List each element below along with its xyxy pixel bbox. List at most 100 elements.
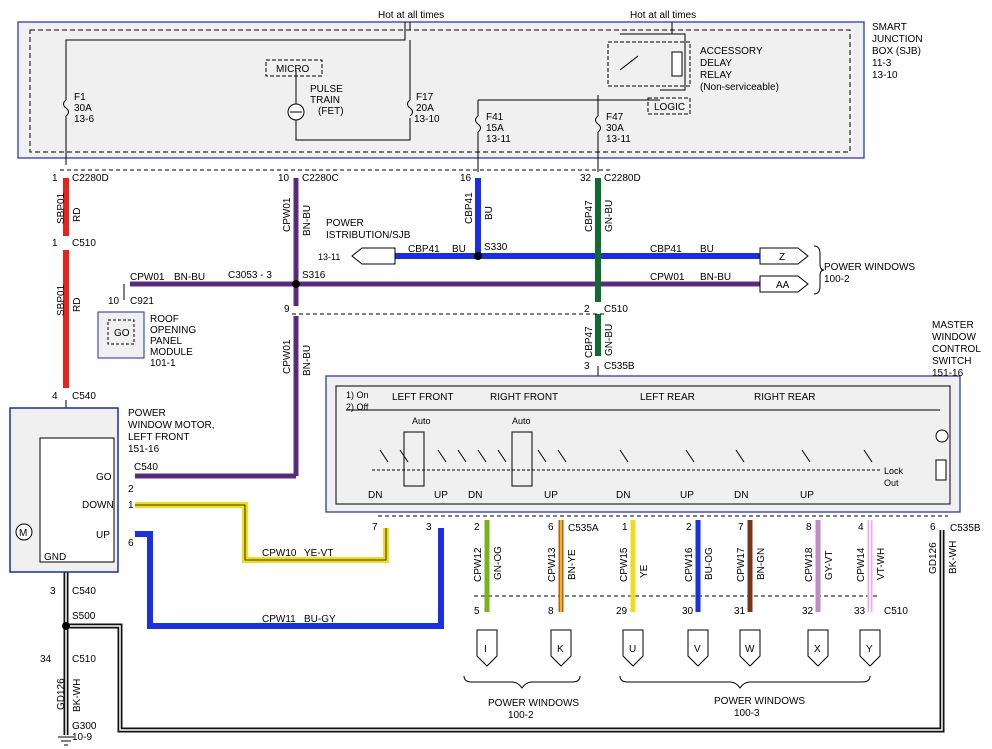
svg-text:VT-WH: VT-WH	[876, 548, 887, 580]
svg-text:13-11: 13-11	[606, 134, 631, 145]
svg-text:BN-BU: BN-BU	[174, 272, 205, 283]
connector-z: Z	[759, 247, 809, 265]
svg-text:C2280C: C2280C	[302, 173, 339, 184]
svg-text:F47: F47	[606, 112, 624, 123]
svg-text:UP: UP	[800, 490, 814, 501]
svg-text:G300: G300	[72, 721, 97, 732]
svg-text:CBP41: CBP41	[464, 192, 475, 224]
svg-text:DOWN: DOWN	[82, 500, 114, 511]
svg-text:Auto: Auto	[512, 416, 531, 426]
svg-text:ROOF: ROOF	[150, 314, 179, 325]
svg-text:BOX (SJB): BOX (SJB)	[872, 46, 921, 57]
svg-text:LEFT REAR: LEFT REAR	[640, 392, 695, 403]
splice-s330	[474, 252, 482, 260]
power-windows-brace	[813, 245, 825, 295]
power-windows-right-label: POWER WINDOWS 100-2	[824, 262, 915, 285]
svg-text:13-6: 13-6	[74, 114, 94, 125]
svg-text:C540: C540	[134, 462, 158, 473]
svg-text:I: I	[484, 644, 487, 655]
svg-text:30A: 30A	[606, 123, 624, 134]
svg-text:ACCESSORY: ACCESSORY	[700, 46, 763, 57]
svg-text:2: 2	[128, 484, 134, 495]
sjb-internal-wiring	[65, 22, 686, 172]
svg-text:11-3: 11-3	[872, 58, 892, 69]
svg-text:(FET): (FET)	[318, 106, 344, 117]
pulse-train-label: PULSE TRAIN (FET)	[310, 84, 344, 117]
master-switch-label: MASTER WINDOW CONTROL SWITCH 151-16	[932, 320, 981, 379]
svg-text:AA: AA	[776, 280, 790, 291]
svg-text:WINDOW: WINDOW	[932, 332, 976, 343]
svg-text:V: V	[694, 644, 701, 655]
connector-aa: AA	[759, 275, 809, 293]
svg-text:10: 10	[278, 173, 290, 184]
svg-text:7: 7	[738, 522, 744, 533]
svg-text:DN: DN	[616, 490, 630, 501]
svg-text:4: 4	[858, 522, 864, 533]
svg-text:CPW01: CPW01	[130, 272, 165, 283]
svg-text:PANEL: PANEL	[150, 336, 182, 347]
svg-text:10: 10	[108, 296, 120, 307]
svg-text:2: 2	[686, 522, 692, 533]
svg-text:13-10: 13-10	[872, 70, 898, 81]
bottom-connectors	[476, 629, 881, 667]
svg-text:BK-WH: BK-WH	[948, 541, 959, 574]
svg-text:C510: C510	[72, 654, 96, 665]
svg-text:34: 34	[40, 654, 52, 665]
svg-text:2: 2	[584, 304, 590, 315]
svg-text:YE-VT: YE-VT	[304, 548, 333, 559]
svg-text:6: 6	[930, 522, 936, 533]
svg-text:C510: C510	[72, 238, 96, 249]
svg-text:GO: GO	[114, 328, 130, 339]
svg-text:BU-OG: BU-OG	[704, 547, 715, 580]
svg-text:C540: C540	[72, 391, 96, 402]
svg-text:CPW12: CPW12	[473, 547, 484, 582]
splice-s500	[62, 622, 70, 630]
switch-output-wires	[484, 520, 873, 612]
svg-text:RIGHT FRONT: RIGHT FRONT	[490, 392, 558, 403]
svg-text:TRAIN: TRAIN	[310, 95, 340, 106]
svg-text:POWER WINDOWS: POWER WINDOWS	[824, 262, 915, 273]
svg-text:CPW11: CPW11	[262, 614, 296, 625]
svg-text:BU: BU	[700, 244, 714, 255]
svg-text:UP: UP	[680, 490, 694, 501]
svg-text:15A: 15A	[486, 123, 504, 134]
svg-text:3: 3	[584, 361, 590, 372]
svg-text:JUNCTION: JUNCTION	[872, 34, 923, 45]
svg-text:30: 30	[682, 606, 694, 617]
svg-text:151-16: 151-16	[128, 444, 160, 455]
svg-text:PULSE: PULSE	[310, 84, 343, 95]
svg-text:LEFT FRONT: LEFT FRONT	[392, 392, 453, 403]
svg-text:3: 3	[50, 586, 56, 597]
svg-text:C535B: C535B	[604, 361, 635, 372]
svg-text:GD126: GD126	[928, 542, 939, 574]
svg-text:CPW16: CPW16	[684, 547, 695, 582]
svg-text:Out: Out	[884, 478, 899, 488]
svg-text:DN: DN	[368, 490, 382, 501]
master-switch-module: 1) On 2) Off LEFT FRONT RIGHT FRONT LEFT…	[325, 375, 961, 513]
svg-text:F41: F41	[486, 112, 504, 123]
svg-text:C510: C510	[604, 304, 628, 315]
wire-gd126	[63, 530, 945, 735]
svg-text:CBP41: CBP41	[408, 244, 440, 255]
relay-switch	[619, 55, 639, 71]
svg-text:6: 6	[128, 538, 134, 549]
svg-text:BN-BU: BN-BU	[302, 205, 313, 236]
svg-text:32: 32	[580, 173, 592, 184]
svg-text:Z: Z	[779, 252, 785, 263]
svg-text:6: 6	[548, 522, 554, 533]
svg-text:CPW17: CPW17	[736, 547, 747, 582]
fuse-f47: F47 30A 13-11	[606, 112, 631, 145]
switch-contacts	[379, 431, 873, 487]
svg-text:9: 9	[284, 304, 290, 315]
svg-text:C510: C510	[884, 606, 908, 617]
svg-text:DN: DN	[468, 490, 482, 501]
svg-text:8: 8	[806, 522, 812, 533]
svg-text:RIGHT REAR: RIGHT REAR	[754, 392, 816, 403]
fuse-symbols	[63, 99, 601, 133]
svg-text:BU: BU	[452, 244, 466, 255]
svg-text:X: X	[814, 644, 821, 655]
svg-text:CPW10: CPW10	[262, 548, 297, 559]
svg-text:30A: 30A	[74, 103, 92, 114]
svg-text:3: 3	[426, 522, 432, 533]
